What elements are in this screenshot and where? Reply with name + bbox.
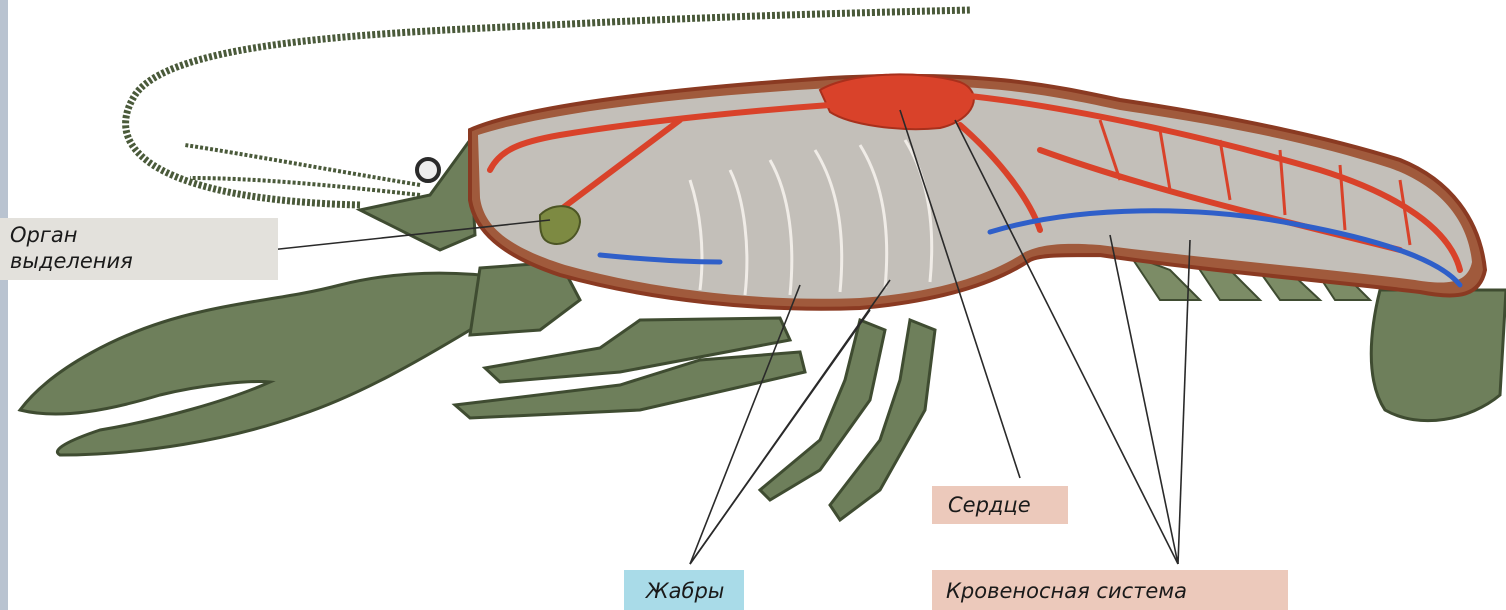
label-gills: Жабры bbox=[624, 570, 744, 610]
label-excretory-line1: Орган bbox=[10, 222, 268, 248]
label-excretory-organ: Орган выделения bbox=[0, 218, 278, 280]
label-excretory-line2: выделения bbox=[10, 248, 268, 274]
eye bbox=[417, 159, 439, 181]
label-circulatory-system: Кровеносная система bbox=[932, 570, 1288, 610]
walking-legs bbox=[455, 318, 935, 520]
tail-fan bbox=[1371, 290, 1506, 421]
body-cavity bbox=[478, 86, 1472, 299]
claw bbox=[20, 273, 523, 455]
label-heart: Сердце bbox=[932, 486, 1068, 524]
